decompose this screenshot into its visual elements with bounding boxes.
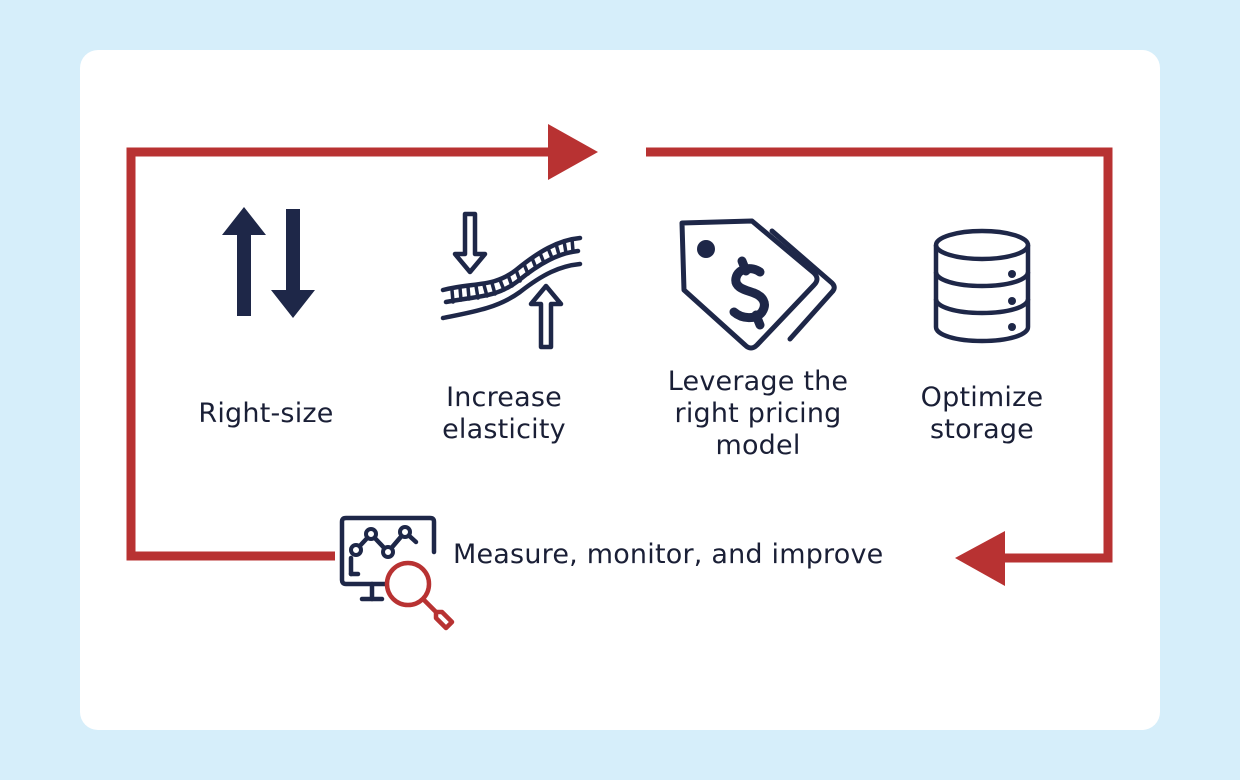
monitor-magnifier-icon (336, 512, 461, 634)
loop-path (126, 147, 1113, 563)
elastic-band-icon (440, 211, 583, 350)
price-tag-icon (679, 218, 837, 351)
bottom-arrowhead (955, 531, 1005, 586)
step-label-pricing-model: Leverage the right pricing model (667, 366, 849, 461)
measure-label: Measure, monitor, and improve (453, 539, 884, 570)
step-label-right-size: Right-size (198, 398, 334, 429)
diagram-card (80, 50, 1160, 730)
up-down-arrows-icon (222, 207, 315, 318)
step-label-increase-elasticity: Increase elasticity (442, 382, 566, 445)
database-icon (933, 228, 1031, 344)
top-arrowhead (548, 124, 598, 180)
step-label-optimize-storage: Optimize storage (920, 382, 1044, 445)
